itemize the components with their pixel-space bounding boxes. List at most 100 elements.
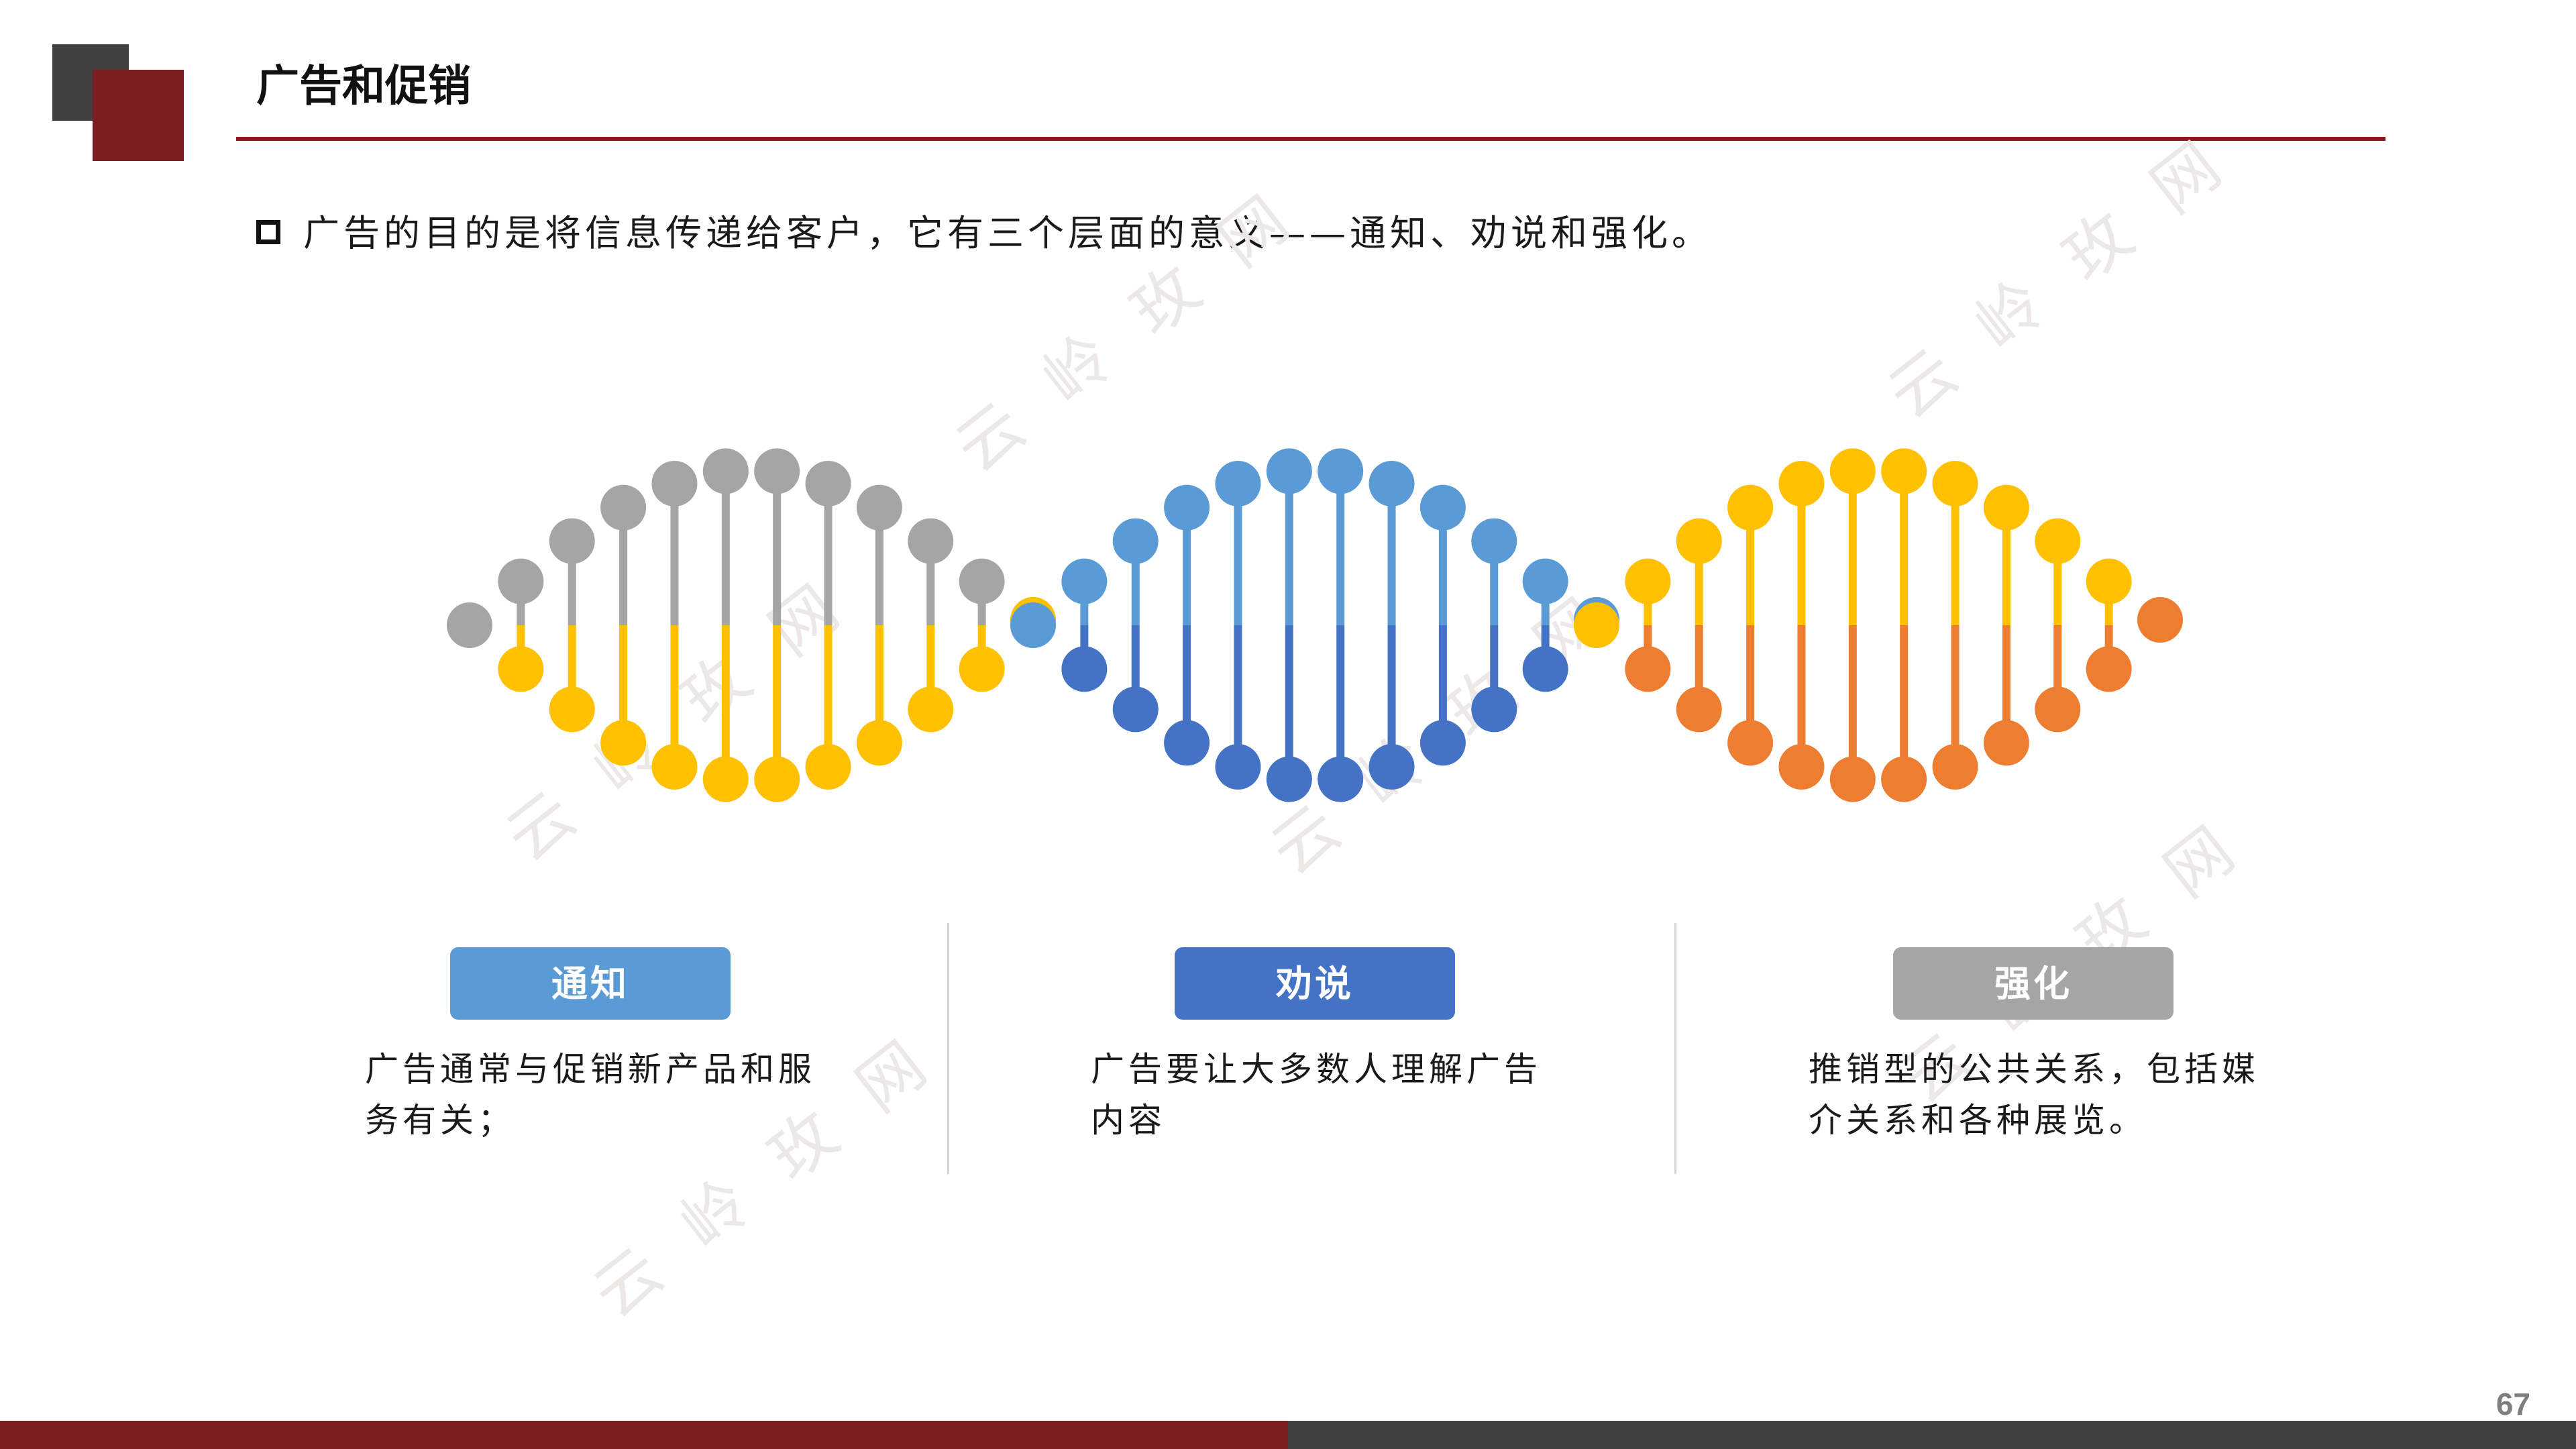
helix-rung-bottom <box>670 625 679 767</box>
helix-rung-bottom <box>1285 625 1293 780</box>
helix-node-bottom <box>1727 720 1774 766</box>
helix-node-bottom <box>1112 686 1159 733</box>
helix-rung-bottom <box>1183 625 1191 743</box>
helix-node-top <box>1215 460 1261 506</box>
helix-node-top <box>1419 484 1466 531</box>
helix-node-top <box>805 460 851 506</box>
helix-rung-top <box>1797 483 1806 625</box>
helix-node-top <box>1932 460 1978 506</box>
helix-rung-bottom <box>619 625 628 743</box>
helix-rung-bottom <box>1234 625 1242 767</box>
helix-node-top <box>856 484 902 531</box>
helix-node-top <box>1266 448 1312 494</box>
helix-node-bottom <box>1829 756 1876 802</box>
helix-rung-top <box>670 483 679 625</box>
helix-node-top <box>1778 460 1825 506</box>
slide-title: 广告和促销 <box>256 62 471 111</box>
helix-node-top <box>549 518 595 564</box>
helix-rung-top <box>1387 483 1396 625</box>
helix-node-bottom <box>754 756 800 802</box>
column-divider <box>947 923 949 1174</box>
card-label-persuade: 劝说 <box>1175 947 1455 1020</box>
helix-node-top <box>1164 484 1210 531</box>
helix-node-top <box>1368 460 1415 506</box>
helix-rung-top <box>2002 507 2010 625</box>
helix-rung-top <box>1951 483 1960 625</box>
square-bullet-icon <box>256 220 280 244</box>
helix-rung-top <box>773 471 782 625</box>
helix-rung-bottom <box>875 625 883 743</box>
helix-node-bottom <box>1318 756 1364 802</box>
helix-node-bottom <box>1932 744 1978 790</box>
helix-node-top <box>1522 558 1568 604</box>
helix-node-bottom <box>1676 686 1722 733</box>
helix-node-top <box>2086 558 2132 604</box>
helix-node-top <box>1983 484 2029 531</box>
helix-end-node <box>1574 602 1619 648</box>
helix-node-bottom <box>651 744 698 790</box>
helix-node-top <box>1676 518 1722 564</box>
helix-node-bottom <box>600 720 647 766</box>
helix-rung-bottom <box>1797 625 1806 767</box>
helix-node-bottom <box>805 744 851 790</box>
helix-node-top <box>1112 518 1159 564</box>
card-desc-persuade: 广告要让大多数人理解广告内容 <box>1091 1050 1542 1140</box>
helix-rung-top <box>1285 471 1293 625</box>
helix-rung-bottom <box>1900 625 1909 780</box>
card-label-reinforce: 强化 <box>1893 947 2174 1020</box>
helix-rung-bottom <box>1848 625 1857 780</box>
card-desc-reinforce: 推销型的公共关系，包括媒介关系和各种展览。 <box>1809 1050 2259 1140</box>
helix-rung-top <box>1900 471 1909 625</box>
helix-rung-bottom <box>1951 625 1960 767</box>
helix-node-bottom <box>702 756 749 802</box>
helix-rung-bottom <box>1336 625 1345 780</box>
helix-rung-bottom <box>2002 625 2010 743</box>
card-label-notify: 通知 <box>450 947 731 1020</box>
helix-node-top <box>498 558 544 604</box>
helix-rung-top <box>1183 507 1191 625</box>
helix-node-top <box>702 448 749 494</box>
helix-node-top <box>908 518 954 564</box>
helix-node-bottom <box>1881 756 1927 802</box>
helix-node-bottom <box>1164 720 1210 766</box>
helix-node-top <box>1061 558 1108 604</box>
helix-end-node <box>1010 602 1056 648</box>
helix-rung-bottom <box>1387 625 1396 767</box>
helix-node-bottom <box>1778 744 1825 790</box>
helix-node-bottom <box>2086 646 2132 692</box>
helix-rung-top <box>1234 483 1242 625</box>
card-desc-notify: 广告通常与促销新产品和服务有关； <box>365 1050 816 1140</box>
helix-rung-top <box>1746 507 1755 625</box>
helix-rung-bottom <box>824 625 833 767</box>
helix-node-bottom <box>498 646 544 692</box>
helix-node-bottom <box>1983 720 2029 766</box>
intro-text: 广告的目的是将信息传递给客户，它有三个层面的意义——通知、劝说和强化。 <box>303 212 1712 254</box>
helix-rung-top <box>721 471 730 625</box>
footer-bar-red <box>0 1421 1288 1449</box>
helix-node-bottom <box>1471 686 1517 733</box>
helix-node-bottom <box>1625 646 1671 692</box>
helix-node-bottom <box>549 686 595 733</box>
helix-node-bottom <box>1215 744 1261 790</box>
helix-node-bottom <box>1266 756 1312 802</box>
helix-node-bottom <box>959 646 1005 692</box>
helix-rung-top <box>619 507 628 625</box>
helix-rung-bottom <box>1438 625 1447 743</box>
helix-rung-bottom <box>1746 625 1755 743</box>
helix-node-bottom <box>2035 686 2081 733</box>
helix-node-bottom <box>1061 646 1108 692</box>
helix-node-top <box>959 558 1005 604</box>
dna-helix-graphic <box>447 448 2183 802</box>
helix-node-top <box>2035 518 2081 564</box>
helix-node-top <box>754 448 800 494</box>
column-divider <box>1674 923 1676 1174</box>
helix-node-bottom <box>908 686 954 733</box>
helix-rung-top <box>875 507 883 625</box>
helix-end-node <box>447 602 492 648</box>
helix-node-top <box>651 460 698 506</box>
helix-rung-top <box>1438 507 1447 625</box>
helix-rung-top <box>824 483 833 625</box>
watermark: 云岭玫网 <box>579 998 977 1332</box>
helix-rung-bottom <box>773 625 782 780</box>
helix-node-top <box>1727 484 1774 531</box>
